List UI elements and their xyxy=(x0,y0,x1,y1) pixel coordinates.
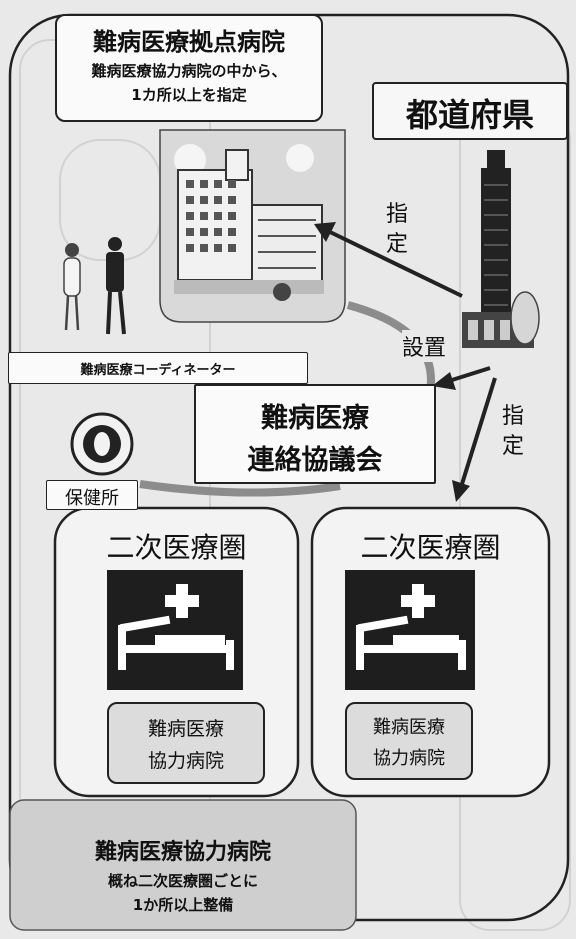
coordinator-label: 難病医療コーディネーター xyxy=(80,363,236,378)
cooperation-note-box xyxy=(9,799,357,931)
council-line-1: 難病医療 xyxy=(261,403,369,434)
cooperation-note-title: 難病医療協力病院 xyxy=(94,840,271,865)
council-ring-lower xyxy=(139,480,341,497)
establish-label: 設置 xyxy=(402,330,447,362)
health-center-label: 保健所 xyxy=(65,488,119,509)
prefecture-box: 都道府県 xyxy=(372,82,568,140)
prefecture-label: 都道府県 xyxy=(405,96,534,134)
prefecture-office-building-icon xyxy=(462,150,540,348)
cooperation-note-line-2: 1か所以上整備 xyxy=(132,896,234,914)
core-hospital-line-1: 難病医療協力病院の中から、 xyxy=(91,62,287,80)
health-center-label-box: 保健所 xyxy=(46,480,138,510)
council-line-2: 連絡協議会 xyxy=(247,445,383,476)
council-box: 難病医療 連絡協議会 xyxy=(194,384,436,484)
designate-label-right: 指定 xyxy=(501,404,524,459)
region-1-hospital-line-2: 協力病院 xyxy=(147,750,224,772)
region-1-hospital-line-1: 難病医療 xyxy=(147,718,224,740)
region-1-hospital-box: 難病医療 協力病院 xyxy=(107,702,265,784)
region-2-title: 二次医療圏 xyxy=(360,531,501,564)
coordinator-label-box: 難病医療コーディネーター xyxy=(8,352,308,384)
region-2-hospital-line-2: 協力病院 xyxy=(373,748,445,769)
designate-label-top: 指定 xyxy=(385,202,408,257)
region-2-hospital-box: 難病医療 協力病院 xyxy=(345,702,473,780)
region-1-title: 二次医療圏 xyxy=(106,531,247,564)
hospital-bed-icon xyxy=(345,570,475,690)
core-hospital-title: 難病医療拠点病院 xyxy=(93,28,285,56)
hospital-building-icon xyxy=(159,129,346,323)
designate-arrow-region xyxy=(452,377,497,502)
hospital-bed-icon xyxy=(107,570,243,690)
designate-arrow-core xyxy=(314,222,463,298)
establish-arrow xyxy=(432,366,491,390)
region-2-hospital-line-1: 難病医療 xyxy=(373,717,445,738)
core-hospital-line-2: 1カ所以上を指定 xyxy=(131,86,247,104)
core-hospital-box: 難病医療拠点病院 難病医療協力病院の中から、 1カ所以上を指定 xyxy=(55,14,323,122)
health-center-icon xyxy=(70,412,134,476)
staff-figures-icon xyxy=(63,237,126,335)
cooperation-note-line-1: 概ね二次医療圏ごとに xyxy=(107,872,258,890)
